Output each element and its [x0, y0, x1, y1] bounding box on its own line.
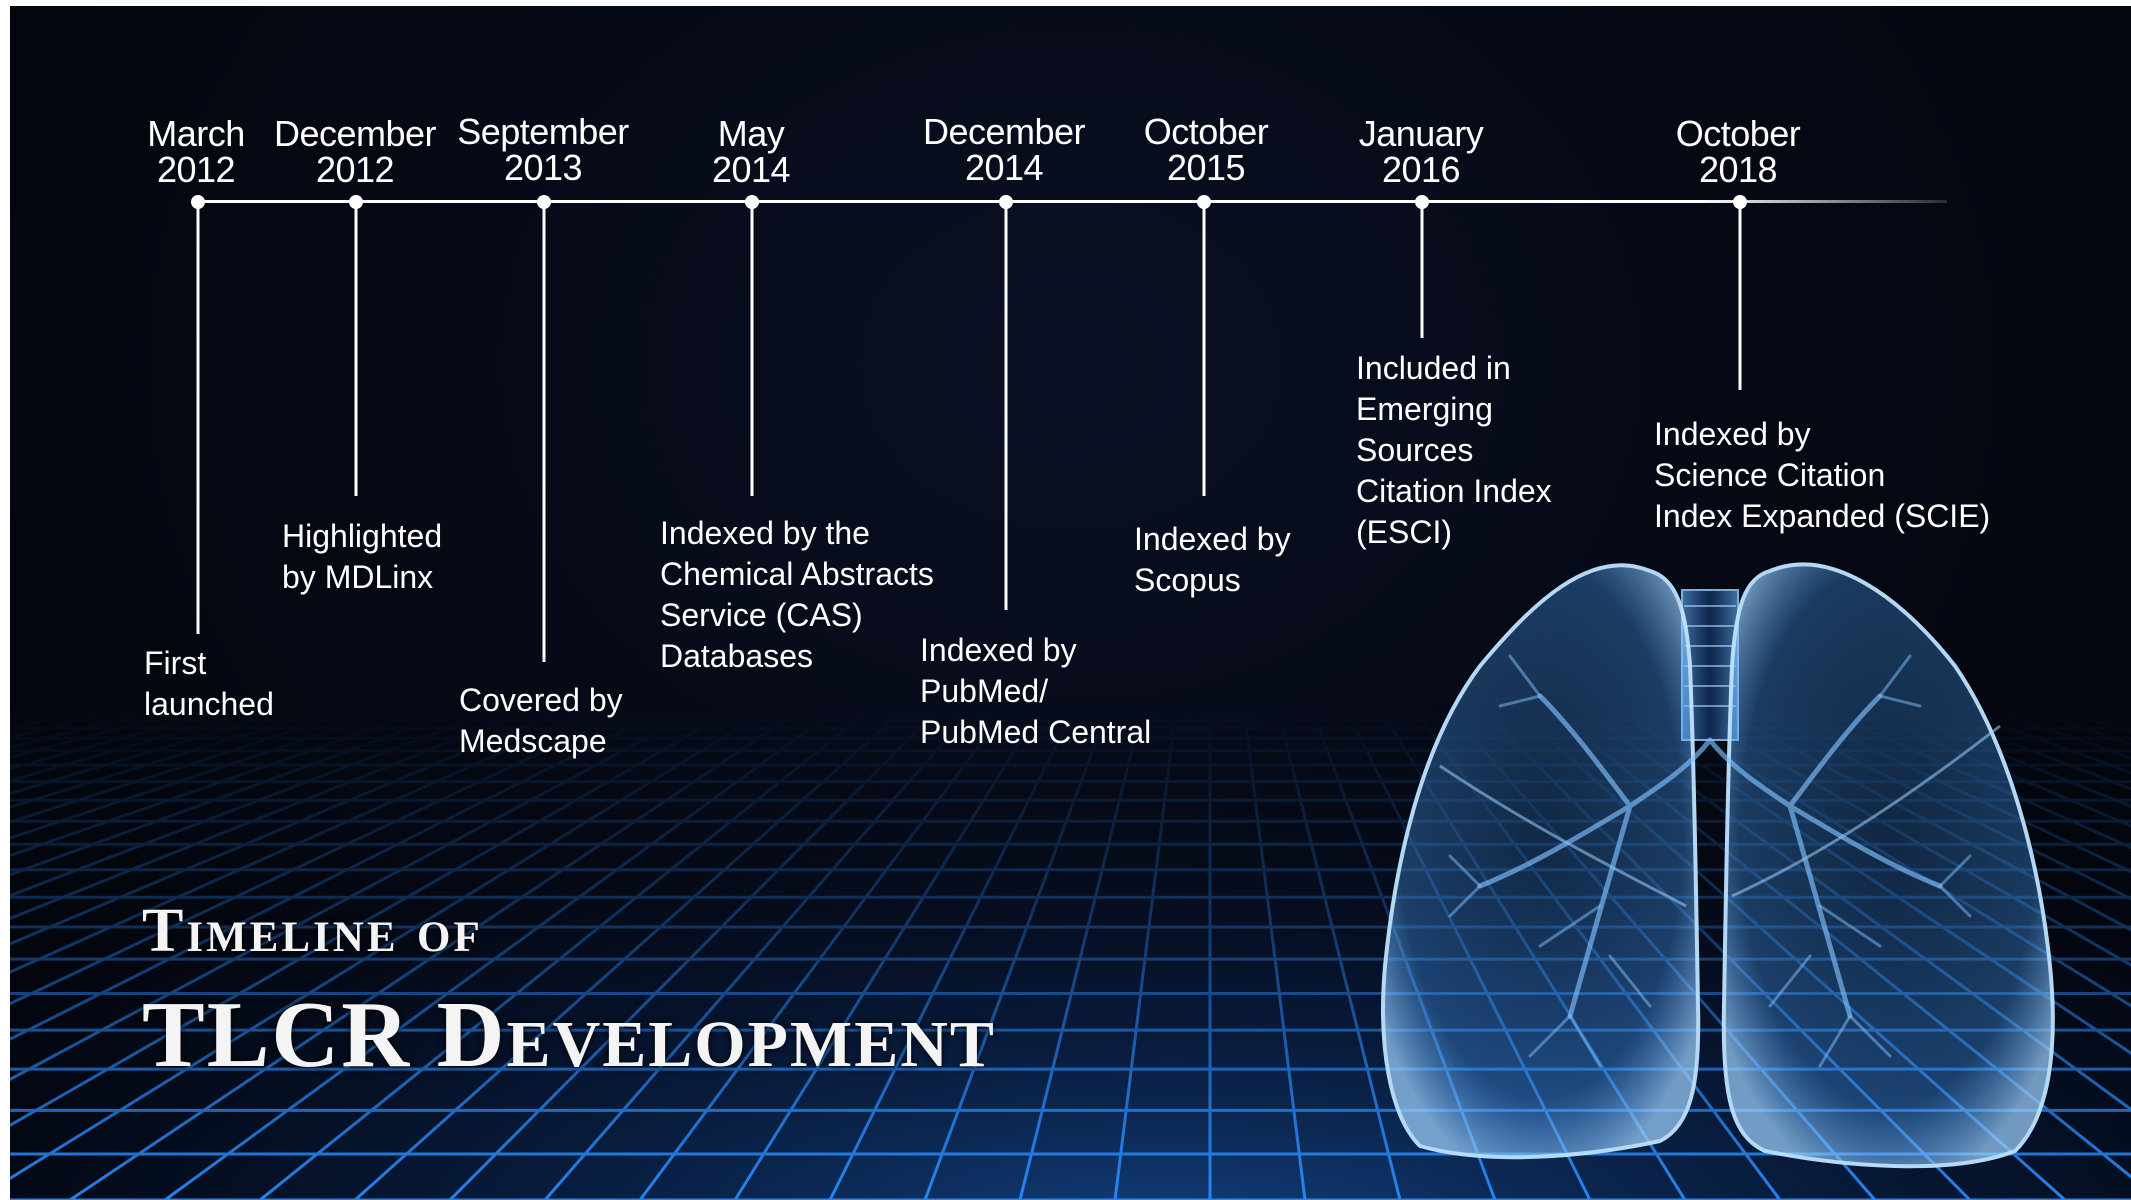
milestone-date: December 2012 [273, 113, 437, 190]
milestone-month: January [1358, 113, 1484, 154]
milestone-event: Indexed by Scopus [1134, 519, 1291, 601]
milestone-year: 2015 [1166, 147, 1246, 188]
event-line: launched [144, 686, 274, 722]
event-line: Scopus [1134, 562, 1241, 598]
milestone-year: 2014 [964, 147, 1044, 188]
title-line-1: Timeline of [142, 897, 483, 965]
milestone-month: September [457, 111, 629, 152]
milestone-date: September 2013 [457, 114, 629, 186]
milestone-month: May [717, 113, 785, 154]
event-line: Index Expanded (SCIE) [1654, 498, 1991, 534]
milestone-connector [1004, 202, 1008, 610]
milestone-year: 2012 [156, 149, 236, 190]
event-line: Included in [1356, 350, 1511, 386]
milestone-month: October [1675, 113, 1801, 154]
milestone-year: 2016 [1381, 149, 1461, 190]
event-line: Science Citation [1654, 457, 1886, 493]
event-line: Chemical Abstracts [660, 556, 934, 592]
event-line: PubMed Central [920, 714, 1152, 750]
event-line: Medscape [459, 723, 607, 759]
milestone-connector [1738, 202, 1742, 390]
milestone-connector [542, 202, 546, 662]
milestone-event: Indexed by Science Citation Index Expand… [1654, 414, 1990, 537]
milestone-event: First launched [144, 643, 274, 725]
milestone-event: Indexed by the Chemical Abstracts Servic… [660, 513, 934, 677]
event-line: PubMed/ [920, 673, 1049, 709]
event-line: Covered by [459, 682, 623, 718]
milestone-year: 2014 [711, 149, 791, 190]
event-line: by MDLinx [282, 559, 434, 595]
milestone-connector [1420, 202, 1424, 338]
timeline-axis [197, 200, 1947, 203]
milestone-year: 2013 [503, 147, 583, 188]
event-line: (ESCI) [1356, 514, 1452, 550]
event-line: Sources [1356, 432, 1474, 468]
milestone-date: October 2015 [1144, 114, 1269, 186]
event-line: Indexed by the [660, 515, 870, 551]
milestone-connector [750, 202, 754, 496]
timeline-slide: March 2012 First launched December 2012 … [10, 6, 2131, 1200]
event-line: Indexed by [1134, 521, 1291, 557]
milestone-connector [1202, 202, 1206, 496]
milestone-event: Highlighted by MDLinx [282, 516, 442, 598]
milestone-event: Indexed by PubMed/ PubMed Central [920, 630, 1151, 753]
milestone-month: March [147, 113, 245, 154]
milestone-event: Included in Emerging Sources Citation In… [1356, 348, 1552, 553]
event-line: Highlighted [282, 518, 443, 554]
title-line-2: TLCR Development [142, 983, 996, 1087]
milestone-connector [196, 202, 200, 634]
milestone-month: December [922, 111, 1086, 152]
milestone-month: December [273, 113, 437, 154]
event-line: Indexed by [920, 632, 1077, 668]
milestone-connector [354, 202, 358, 496]
milestone-month: October [1143, 111, 1269, 152]
milestone-date: December 2014 [922, 111, 1086, 188]
milestone-date: March 2012 [147, 116, 245, 188]
event-line: Databases [660, 638, 813, 674]
event-line: Citation Index [1356, 473, 1552, 509]
milestone-date: January 2016 [1359, 116, 1484, 188]
event-line: Emerging [1356, 391, 1493, 427]
event-line: First [144, 645, 207, 681]
milestone-date: October 2018 [1676, 116, 1801, 188]
milestone-year: 2012 [315, 149, 395, 190]
milestone-date: May 2014 [711, 113, 791, 190]
milestone-event: Covered by Medscape [459, 680, 623, 762]
milestone-year: 2018 [1698, 149, 1778, 190]
lungs-icon [1381, 562, 2055, 1169]
event-line: Indexed by [1654, 416, 1811, 452]
event-line: Service (CAS) [660, 597, 863, 633]
